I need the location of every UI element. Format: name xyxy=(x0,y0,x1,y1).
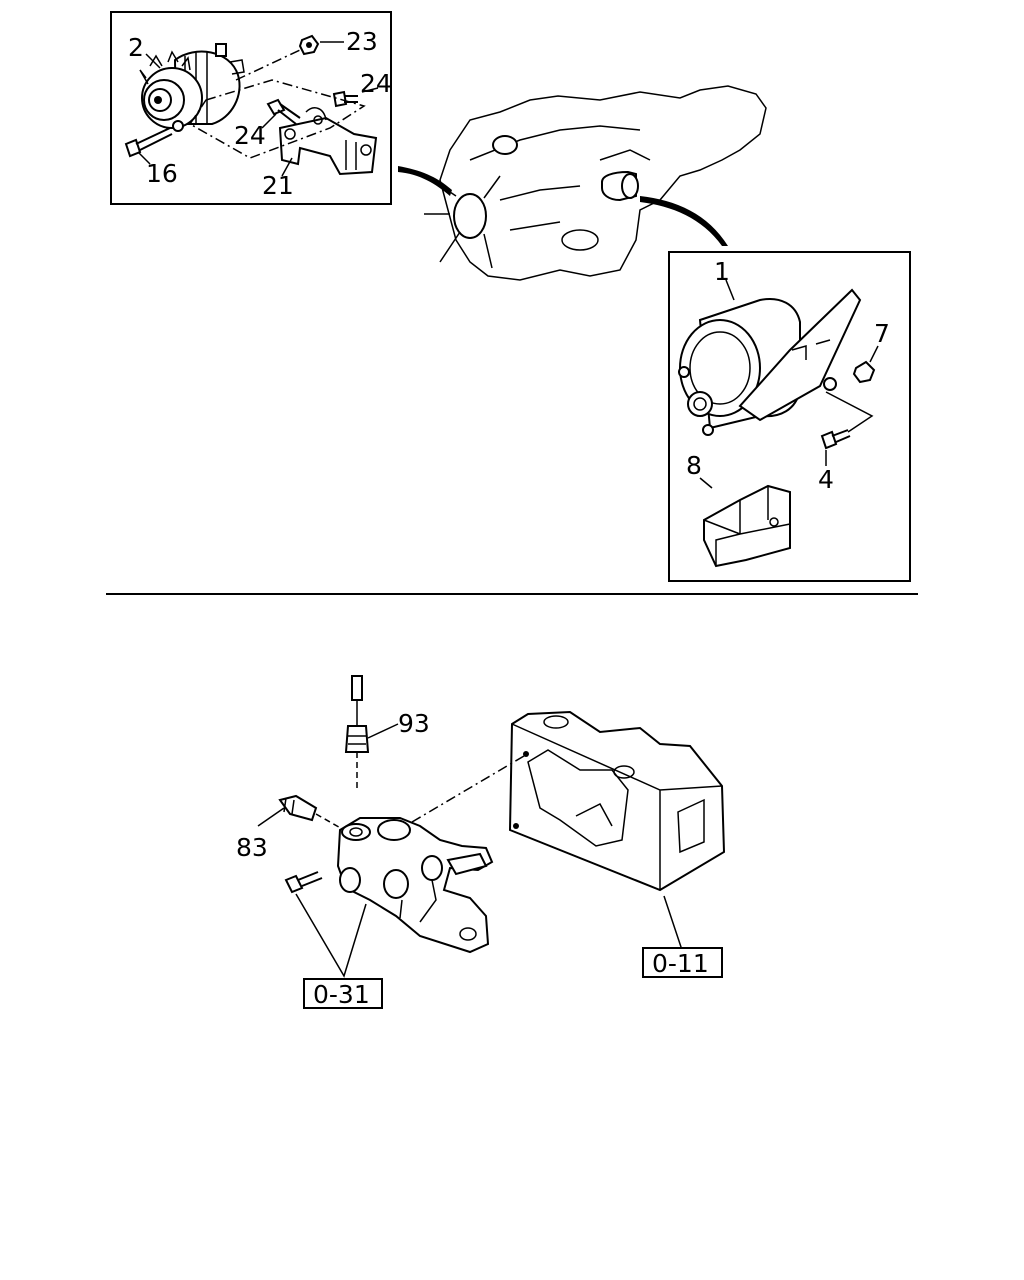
callout-24-lower: 24 xyxy=(234,121,266,150)
thermostat-assembly-view: 93 83 0-31 0-11 xyxy=(236,675,726,1009)
bolt-16 xyxy=(124,127,173,158)
starter-motor xyxy=(678,288,862,436)
callout-2: 2 xyxy=(128,33,144,62)
engine-starter-location xyxy=(601,170,639,202)
reference-0-11: 0-11 xyxy=(652,949,709,978)
sensor-93 xyxy=(344,675,370,790)
callout-83: 83 xyxy=(236,833,268,862)
callout-23: 23 xyxy=(346,27,378,56)
bolt-24-lower xyxy=(266,98,301,125)
alternator-inset: 2 23 24 24 16 21 xyxy=(110,11,392,205)
alternator xyxy=(139,43,245,132)
callout-16: 16 xyxy=(146,159,178,188)
engine-fan xyxy=(424,175,501,269)
bracket-21 xyxy=(278,107,378,176)
reference-box-0-11: 0-11 xyxy=(642,947,723,978)
callout-4: 4 xyxy=(818,465,834,494)
bolt-0-31 xyxy=(284,871,323,894)
callout-93: 93 xyxy=(398,709,430,738)
engine-overview xyxy=(398,85,767,281)
nut-23 xyxy=(298,34,320,56)
nut-7 xyxy=(852,360,876,384)
callout-8: 8 xyxy=(686,451,702,480)
thermostat-housing xyxy=(336,817,494,954)
callout-24-upper: 24 xyxy=(360,69,392,98)
cover-8 xyxy=(703,484,791,568)
callout-21: 21 xyxy=(262,171,294,200)
callout-7: 7 xyxy=(874,319,890,348)
bolt-4 xyxy=(820,429,851,450)
reference-box-0-31: 0-31 xyxy=(303,978,383,1009)
reference-0-31: 0-31 xyxy=(313,980,370,1009)
bolt-24-upper xyxy=(332,90,358,108)
callout-1: 1 xyxy=(714,257,730,286)
sensor-83 xyxy=(278,794,345,831)
starter-inset: 1 7 4 8 xyxy=(668,251,911,582)
cylinder-head xyxy=(508,710,726,892)
